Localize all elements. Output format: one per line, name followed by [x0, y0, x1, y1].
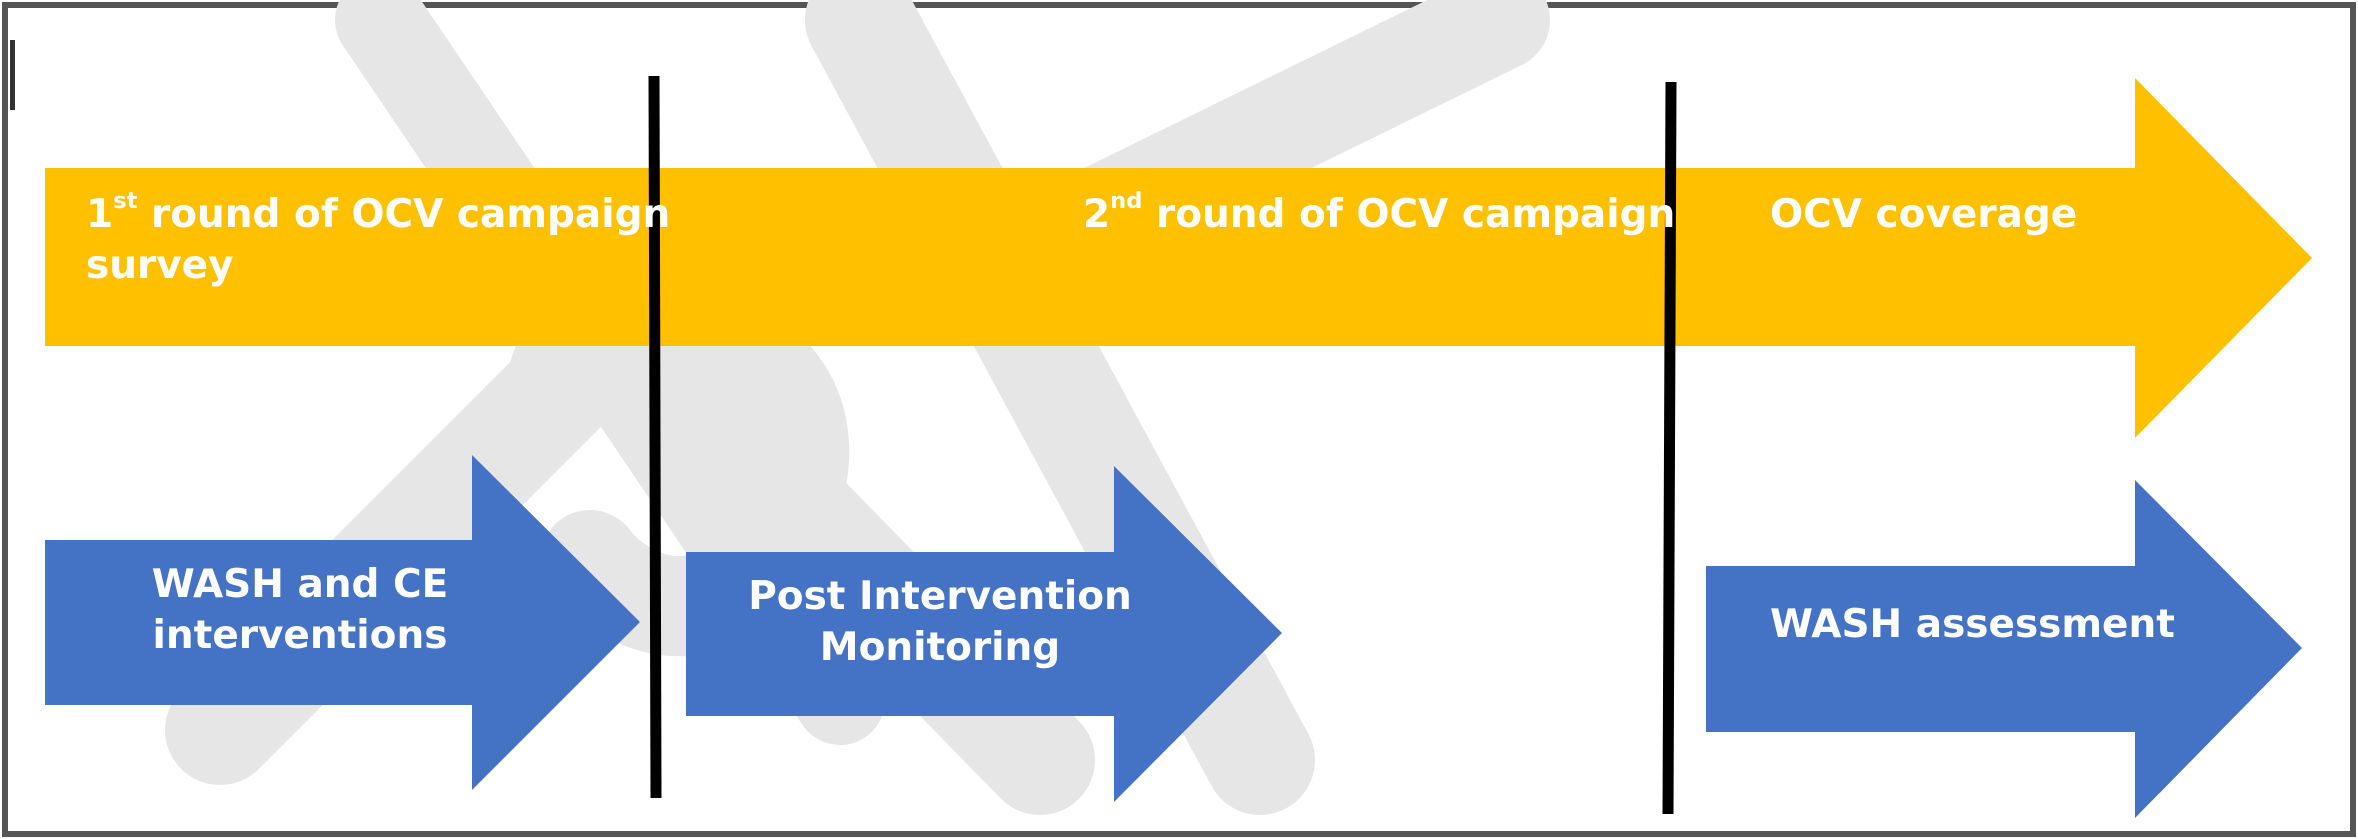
round1-label: 1st round of OCV campaign survey [86, 187, 671, 291]
divider-right [1662, 81, 1677, 815]
wash-ce-line2: interventions [152, 612, 448, 658]
post-intervention-label: Post Intervention Monitoring [740, 572, 1140, 673]
timeline-arrow [45, 78, 2312, 438]
round1-text: round of OCV campaign [137, 192, 671, 237]
round2-ordinal: nd [1110, 187, 1143, 214]
round1-number: 1 [86, 192, 114, 237]
wash-assessment-label: WASH assessment [1770, 602, 2175, 647]
round2-text: round of OCV campaign [1142, 192, 1676, 237]
coverage-label: OCV coverage [1770, 192, 2078, 237]
post-intervention-line2: Monitoring [819, 624, 1061, 670]
post-intervention-arrow [686, 466, 1282, 802]
post-intervention-line1: Post Intervention [748, 574, 1132, 619]
border-tick [10, 40, 15, 110]
round2-label: 2nd round of OCV campaign [1083, 187, 1676, 241]
wash-ce-line1: WASH and CE [151, 562, 449, 607]
round1-line2: survey [86, 242, 234, 288]
round2-number: 2 [1083, 192, 1111, 237]
wash-ce-arrow [45, 455, 640, 790]
round1-ordinal: st [113, 187, 138, 214]
round1-line1: 1st round of OCV campaign [86, 187, 671, 241]
wash-assessment-arrow [1706, 480, 2302, 818]
wash-ce-label: WASH and CE interventions [140, 560, 460, 661]
divider-left [648, 75, 662, 799]
